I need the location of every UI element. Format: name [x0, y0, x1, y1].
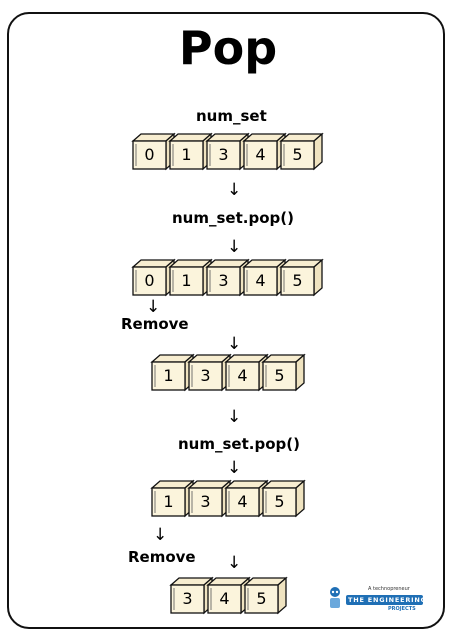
set-element-box: 3: [187, 353, 232, 392]
set-element-value: 0: [144, 145, 155, 164]
set-element-box: 1: [150, 353, 195, 392]
logo-bar: [346, 595, 423, 605]
set-element-value: 5: [256, 589, 267, 608]
remove-label-2: Remove: [128, 548, 196, 566]
down-arrow-icon: ↓: [227, 407, 242, 427]
set-element-box: 0: [131, 132, 176, 171]
set-element-box: 3: [169, 576, 214, 615]
set-element-box: 5: [279, 258, 324, 297]
set-element-box: 3: [187, 479, 232, 518]
set-element-box: 0: [131, 258, 176, 297]
set-element-value: 3: [200, 492, 211, 511]
set-element-value: 5: [274, 366, 285, 385]
page-title: Pop: [178, 21, 278, 75]
set-name-label: num_set: [196, 107, 267, 125]
down-arrow-icon: ↓: [227, 334, 242, 354]
set-element-value: 1: [163, 492, 174, 511]
set-element-value: 4: [219, 589, 230, 608]
logo-subtitle: PROJECTS: [388, 606, 416, 612]
pop-call-label-2: num_set.pop(): [178, 435, 300, 453]
down-arrow-icon: ↓: [153, 525, 168, 545]
set-element-value: 3: [218, 145, 229, 164]
set-element-value: 1: [181, 271, 192, 290]
down-arrow-icon: ↓: [227, 180, 242, 200]
set-element-box: 1: [168, 258, 213, 297]
set-element-box: 1: [168, 132, 213, 171]
set-element-value: 4: [237, 492, 248, 511]
set-element-value: 4: [255, 145, 266, 164]
set-element-value: 5: [274, 492, 285, 511]
set-element-value: 1: [163, 366, 174, 385]
diagram-frame: [7, 12, 445, 629]
set-element-box: 4: [242, 132, 287, 171]
set-element-value: 5: [292, 145, 303, 164]
set-element-value: 4: [237, 366, 248, 385]
robot-icon: [330, 587, 340, 608]
logo-name: THE ENGINEERING: [348, 596, 427, 604]
pop-call-label-1: num_set.pop(): [172, 209, 294, 227]
set-element-box: 1: [150, 479, 195, 518]
set-element-value: 0: [144, 271, 155, 290]
remove-label-1: Remove: [121, 315, 189, 333]
set-element-box: 3: [205, 258, 250, 297]
set-element-box: 4: [224, 479, 269, 518]
set-element-value: 3: [200, 366, 211, 385]
set-element-box: 4: [242, 258, 287, 297]
set-element-box: 5: [279, 132, 324, 171]
down-arrow-icon: ↓: [146, 297, 161, 317]
set-element-box: 5: [243, 576, 288, 615]
set-element-box: 4: [224, 353, 269, 392]
set-element-box: 3: [205, 132, 250, 171]
set-element-value: 5: [292, 271, 303, 290]
down-arrow-icon: ↓: [227, 553, 242, 573]
set-element-box: 4: [206, 576, 251, 615]
set-element-box: 5: [261, 479, 306, 518]
down-arrow-icon: ↓: [227, 237, 242, 257]
set-element-value: 3: [182, 589, 193, 608]
set-element-box: 5: [261, 353, 306, 392]
brand-logo: A technopreneur THE ENGINEERING PROJECTS: [322, 584, 426, 616]
logo-tagline: A technopreneur: [368, 586, 410, 592]
set-element-value: 4: [255, 271, 266, 290]
set-element-value: 3: [218, 271, 229, 290]
down-arrow-icon: ↓: [227, 458, 242, 478]
set-element-value: 1: [181, 145, 192, 164]
